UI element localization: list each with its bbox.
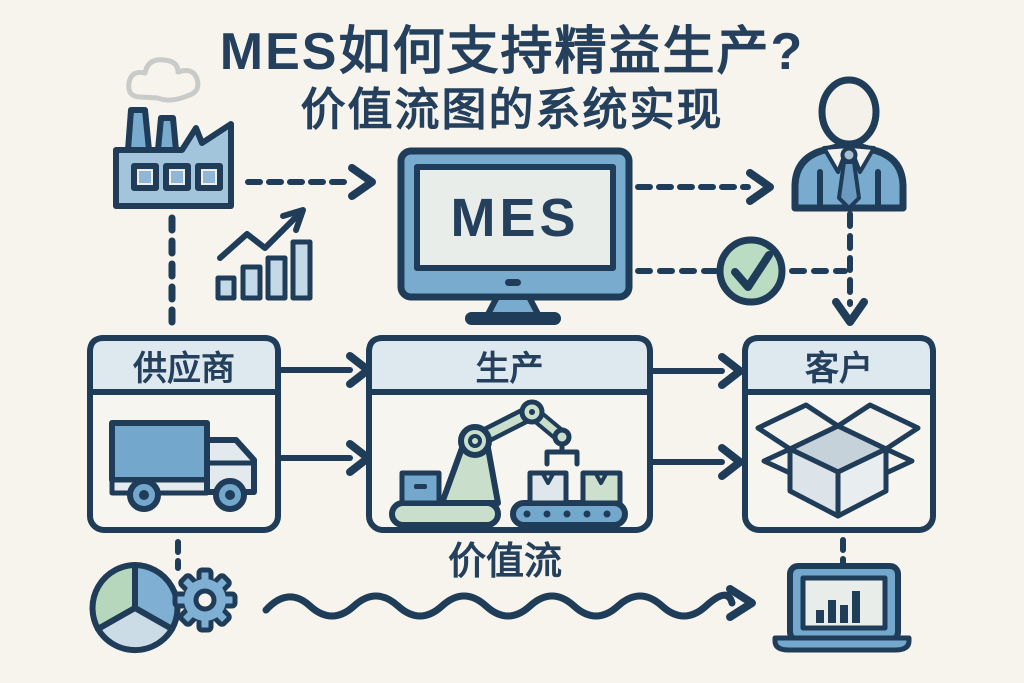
arrow-factory-to-mes — [245, 164, 376, 200]
production-box-label: 生产 — [475, 349, 544, 388]
robot-arm-icon — [389, 399, 628, 528]
arrow-supplier-to-production-top — [277, 352, 372, 388]
gear-icon — [172, 567, 238, 633]
arrow-production-to-customer-bottom — [649, 444, 744, 480]
diagram-subtitle: 价值流图的系统实现 — [300, 83, 724, 135]
arrow-mes-to-person — [635, 169, 774, 205]
mes-screen-label: MES — [450, 187, 580, 248]
laptop-icon — [772, 563, 912, 653]
arrow-supplier-to-production-bottom — [277, 440, 372, 476]
supplier-box-label: 供应商 — [133, 349, 235, 388]
growth-chart-icon — [215, 207, 313, 301]
truck-icon — [109, 420, 257, 512]
pie-chart-icon — [89, 562, 181, 654]
smoke-icon — [126, 57, 201, 103]
mes-monitor-icon — [397, 147, 633, 325]
person-icon — [791, 76, 907, 212]
value-stream-label: 价值流 — [447, 540, 562, 583]
customer-box-label: 客户 — [805, 349, 873, 388]
check-icon — [716, 236, 786, 306]
factory-icon — [113, 107, 234, 209]
diagram-title: MES如何支持精益生产? — [219, 22, 805, 81]
open-box-icon — [755, 402, 921, 519]
arrow-person-to-customer — [832, 211, 868, 326]
wavy-arrow — [262, 585, 756, 621]
arrow-production-to-customer-top — [649, 353, 744, 389]
